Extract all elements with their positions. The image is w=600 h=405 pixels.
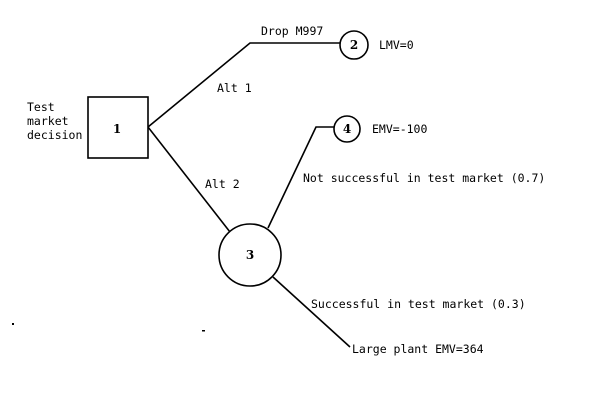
chance-node-3 xyxy=(218,223,282,287)
edge-not-successful xyxy=(267,126,334,229)
edge-label-alt2: Alt 2 xyxy=(205,177,240,191)
decision-node-1 xyxy=(87,96,149,159)
node-1-number: 1 xyxy=(113,122,121,136)
edge-alt1 xyxy=(147,42,340,128)
node-4-value: EMV=-100 xyxy=(372,122,427,136)
decision-label-line-1: Test xyxy=(27,100,55,114)
edge-label-alt1: Alt 1 xyxy=(217,81,252,95)
node-2-value: LMV=0 xyxy=(379,38,414,52)
edge-label-successful: Successful in test market (0.3) xyxy=(311,297,526,311)
decision-label-line-2: market xyxy=(27,114,69,128)
edge-successful xyxy=(272,276,351,348)
node-3-number: 3 xyxy=(246,248,254,262)
outcome-node-2 xyxy=(339,30,369,60)
edge-label-drop: Drop M997 xyxy=(261,24,323,38)
outcome-node-4 xyxy=(333,115,361,143)
edge-label-large-plant: Large plant EMV=364 xyxy=(352,342,484,356)
scan-speck xyxy=(12,323,14,325)
edge-label-not-successful: Not successful in test market (0.7) xyxy=(303,171,545,185)
node-4-number: 4 xyxy=(343,122,351,136)
node-2-number: 2 xyxy=(350,38,358,52)
decision-label-line-3: decision xyxy=(27,128,82,142)
scan-speck xyxy=(202,330,205,332)
edge-alt2 xyxy=(147,126,231,233)
